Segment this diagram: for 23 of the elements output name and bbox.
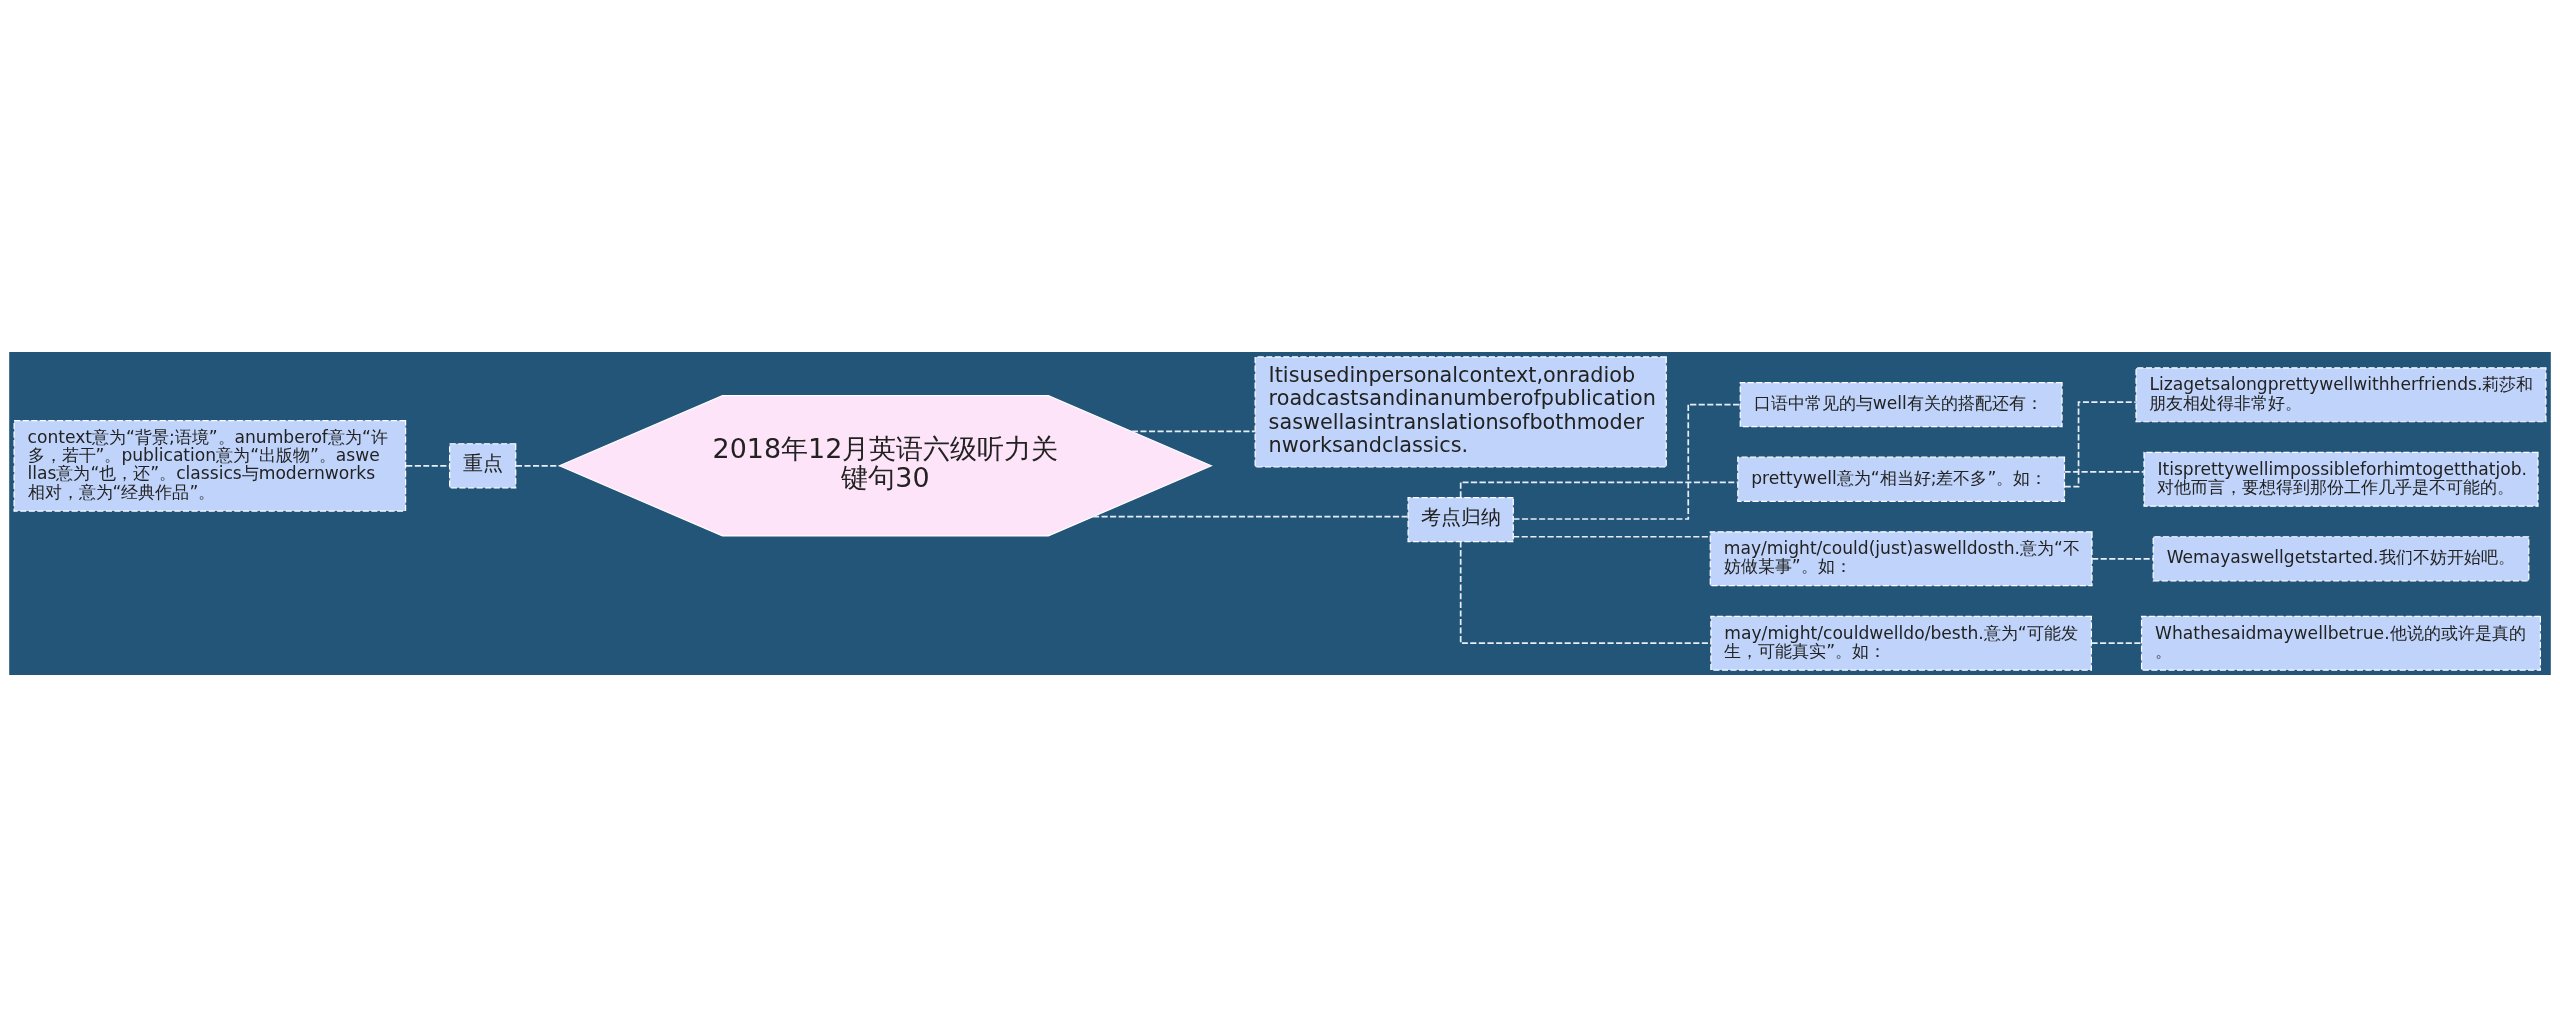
connector (2090, 642, 2143, 645)
connector (1131, 430, 1256, 433)
node-box: Itisusedinpersonalcontext,onradiobroadcastsandinanumberofpublicationsaswellasintranslationsofbothmodernworksandclassics. (1254, 356, 1667, 468)
node-box: may/might/could(just)aswelldosth.意为“不妨做某事”。如： (1709, 531, 2093, 587)
node-box: context意为“背景;语境”。anumberof意为“许多，若干”。publication意为“出版物”。aswellas意为“也，还”。classics与modernworks相对，意为“经典作品”。 (13, 419, 407, 512)
connector (1512, 403, 1741, 520)
connector (1092, 515, 1409, 518)
node-box: Itisprettywellimpossibleforhimtogetthatjob.对他而言，要想得到那份工作几乎是不可能的。 (2143, 451, 2539, 507)
node-box: 口语中常见的与well有关的搭配还有： (1739, 381, 2063, 428)
node-box: Wemayaswellgetstarted.我们不妨开始吧。 (2152, 536, 2530, 582)
connector (2063, 401, 2137, 488)
node-box: 考点归纳 (1407, 496, 1514, 543)
connector (1459, 481, 1739, 499)
connector (1459, 540, 1712, 645)
node-box: Lizagetsalongprettywellwithherfriends.莉莎和朋友相处得非常好。 (2135, 367, 2547, 423)
connector (1512, 535, 1711, 538)
connector (515, 464, 561, 467)
connector (2063, 471, 2145, 473)
node-box: may/might/couldwelldo/besth.意为“可能发生，可能真实”。如： (1710, 615, 2092, 671)
connector (2091, 557, 2154, 560)
node-box: 重点 (449, 443, 517, 489)
node-box: prettywell意为“相当好;差不多”。如： (1737, 456, 2066, 502)
node-box: Whathesaidmaywellbetrue.他说的或许是真的。 (2140, 615, 2541, 671)
